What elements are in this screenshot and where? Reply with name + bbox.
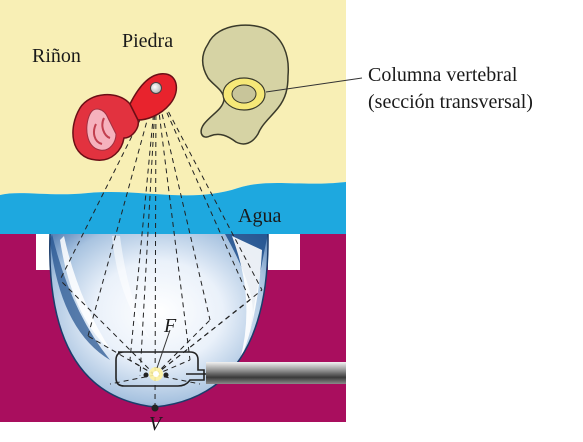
water-label: Agua xyxy=(238,205,281,227)
spine-label-line2: (sección transversal) xyxy=(368,91,533,113)
kidney-stone-icon xyxy=(151,83,162,94)
kidney-label: Riñon xyxy=(32,45,81,67)
focus-label: F xyxy=(163,315,177,337)
vertex-point xyxy=(152,405,159,412)
spine-label-line1: Columna vertebral xyxy=(368,64,518,86)
stone-label: Piedra xyxy=(122,30,173,52)
